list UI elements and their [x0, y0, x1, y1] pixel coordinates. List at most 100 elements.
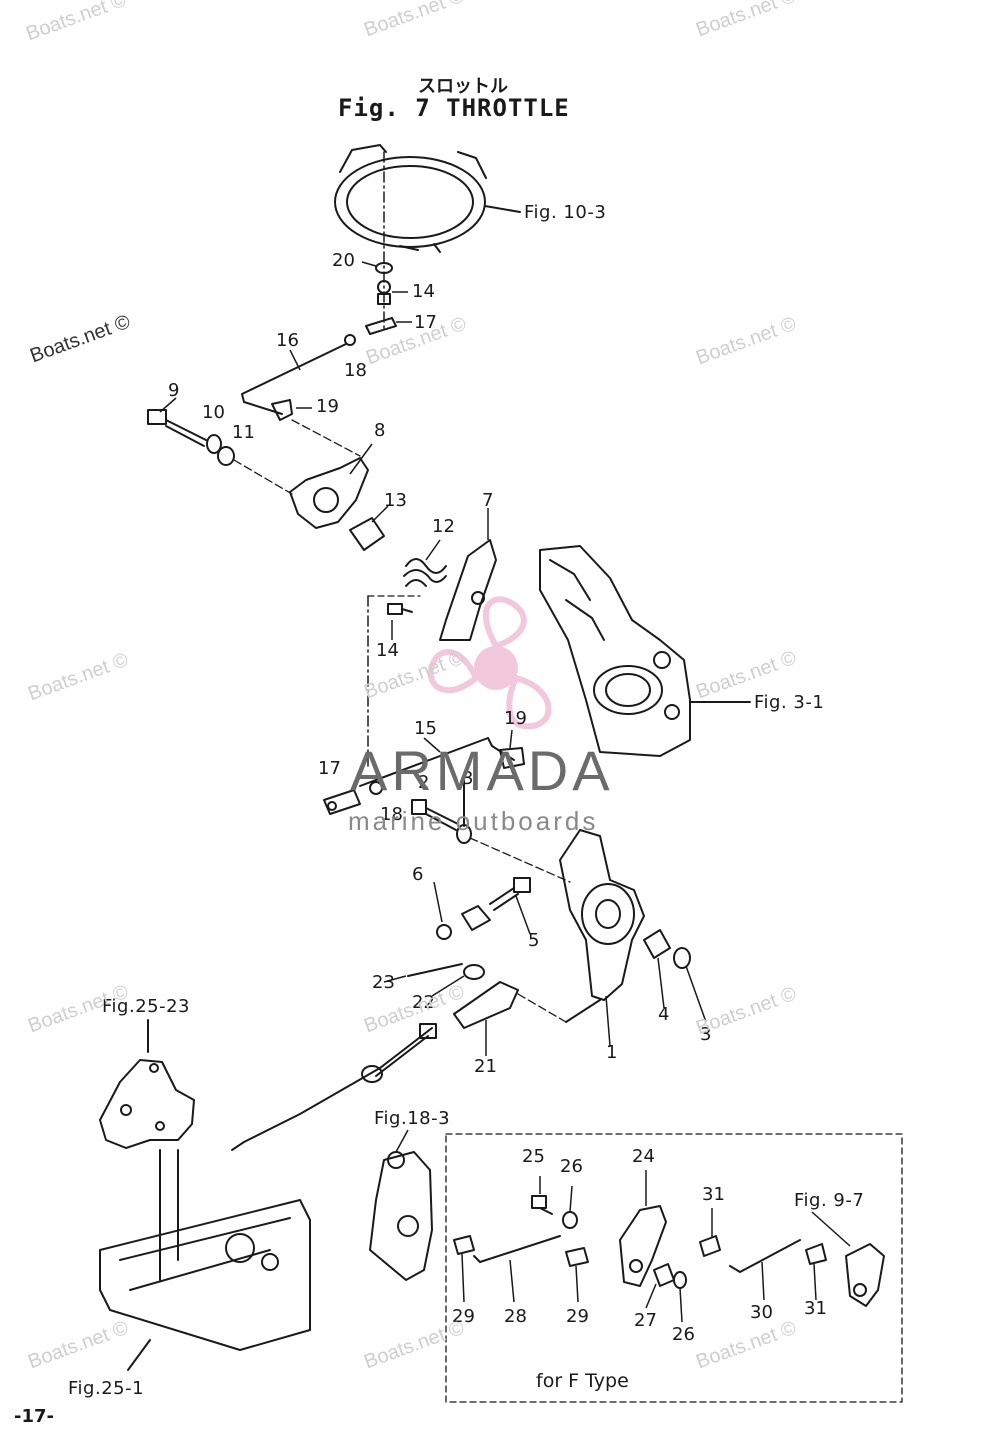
- part-23-pin: [407, 963, 463, 977]
- part-label-29: 29: [452, 1306, 475, 1327]
- part-label-16: 16: [276, 330, 299, 351]
- shift-bracket: [369, 1151, 433, 1281]
- part-31-joint: [699, 1235, 721, 1257]
- part-4-collar: [643, 929, 671, 959]
- part-31-joint-right: [805, 1243, 827, 1265]
- part-16-rod: [241, 343, 347, 415]
- part-30-rod: [729, 1239, 801, 1273]
- part-7-cam-bracket: [439, 539, 497, 641]
- part-label-15: 15: [414, 718, 437, 739]
- part-1-arm-bracket: [559, 829, 645, 1001]
- ref-fig-25-23: Fig.25-23: [102, 996, 190, 1017]
- part-label-3b: 3: [700, 1024, 712, 1045]
- part-label-8: 8: [374, 420, 386, 441]
- spacer: [461, 905, 491, 931]
- part-label-6: 6: [412, 864, 424, 885]
- part-22-washer: [463, 964, 485, 980]
- part-label-19: 19: [316, 396, 339, 417]
- part-19-clip: [271, 399, 293, 421]
- part-label-2: 2: [418, 772, 430, 793]
- tiller-arm: [845, 1243, 885, 1307]
- part-label-17b: 17: [318, 758, 341, 779]
- part-label-20: 20: [332, 250, 355, 271]
- ref-fig-9-7: Fig. 9-7: [794, 1190, 865, 1211]
- part-label-3: 3: [462, 768, 474, 789]
- part-label-18: 18: [344, 360, 367, 381]
- part-label-10: 10: [202, 402, 225, 423]
- part-29-clip-right: [565, 1247, 589, 1267]
- ref-fig-25-1: Fig.25-1: [68, 1378, 145, 1399]
- page-title: Fig. 7 THROTTLE: [338, 94, 570, 122]
- part-17-link-end-lower: [323, 789, 361, 815]
- part-9-bolt: [147, 409, 207, 447]
- part-label-18b: 18: [380, 804, 403, 825]
- part-label-30: 30: [750, 1302, 773, 1323]
- part-21-link: [453, 981, 519, 1029]
- part-label-26b: 26: [672, 1324, 695, 1345]
- part-24-lever: [619, 1205, 667, 1287]
- part-label-9: 9: [168, 380, 180, 401]
- part-label-29b: 29: [566, 1306, 589, 1327]
- part-label-23: 23: [372, 972, 395, 993]
- part-label-1: 1: [606, 1042, 618, 1063]
- part-11-washer: [217, 446, 235, 466]
- part-2-bolt: [411, 799, 459, 831]
- part-17-link-end: [365, 317, 397, 335]
- part-19-clip-lower: [499, 747, 525, 769]
- part-15-rod: [359, 737, 515, 787]
- part-label-24: 24: [632, 1146, 655, 1167]
- part-5-bolt: [489, 877, 531, 911]
- ref-fig-18-3: Fig.18-3: [374, 1108, 451, 1129]
- part-label-4: 4: [658, 1004, 670, 1025]
- part-label-19b: 19: [504, 708, 527, 729]
- pink-propeller-logo: [427, 596, 552, 730]
- part-13-collar: [349, 517, 385, 551]
- part-26-washer: [562, 1211, 578, 1229]
- variant-note: for F Type: [536, 1370, 629, 1392]
- part-10-washer: [206, 434, 222, 454]
- carburetor-body: [539, 545, 691, 757]
- part-29-clip: [453, 1235, 475, 1255]
- cable-bracket: [99, 1059, 195, 1149]
- part-label-25: 25: [522, 1146, 545, 1167]
- part-3-washer-right: [673, 947, 691, 969]
- throttle-cable: [231, 1027, 433, 1151]
- lower-cowl: [99, 1149, 311, 1351]
- title-japanese: スロットル: [418, 76, 508, 97]
- part-26-washer-lower: [673, 1271, 687, 1289]
- part-14-ball-joint: [377, 280, 391, 305]
- part-18-nut: [344, 334, 356, 346]
- part-8-throttle-lever: [289, 457, 369, 529]
- part-label-12: 12: [432, 516, 455, 537]
- part-6-nut: [436, 924, 452, 940]
- mounting-ring: [334, 144, 487, 253]
- ref-fig-10-3: Fig. 10-3: [524, 202, 607, 223]
- part-label-22: 22: [412, 992, 435, 1013]
- part-12-spring: [403, 558, 447, 587]
- part-label-7: 7: [482, 490, 494, 511]
- part-label-28: 28: [504, 1306, 527, 1327]
- part-28-rod: [473, 1235, 561, 1263]
- page-number: -17-: [14, 1406, 54, 1427]
- part-label-14b: 14: [376, 640, 399, 661]
- part-27-collar: [653, 1263, 675, 1287]
- part-label-5: 5: [528, 930, 540, 951]
- part-18-nut-lower: [369, 781, 383, 795]
- part-label-13: 13: [384, 490, 407, 511]
- part-label-11: 11: [232, 422, 255, 443]
- part-14-ball-joint-lower: [387, 603, 413, 615]
- part-label-17: 17: [414, 312, 437, 333]
- ref-fig-3-1: Fig. 3-1: [754, 692, 825, 713]
- part-25-bolt: [531, 1195, 553, 1215]
- part-label-31b: 31: [804, 1298, 827, 1319]
- part-label-21: 21: [474, 1056, 497, 1077]
- part-label-31: 31: [702, 1184, 725, 1205]
- part-label-27: 27: [634, 1310, 657, 1331]
- part-20-washer: [375, 262, 393, 274]
- part-label-14: 14: [412, 281, 435, 302]
- f-type-box: [445, 1133, 903, 1403]
- brand-tagline: marine outboards: [348, 806, 599, 836]
- brand-name: ARMADA: [350, 739, 614, 802]
